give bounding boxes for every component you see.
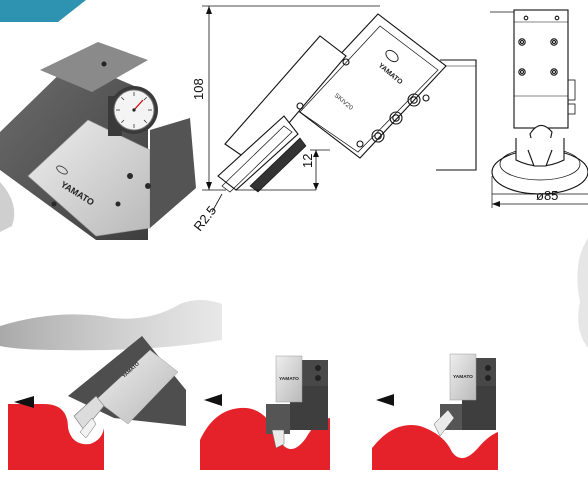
brand-logo-icon (56, 165, 68, 175)
product-photo: YAMATO (0, 42, 196, 240)
svg-text:YAMATO: YAMATO (453, 374, 473, 380)
shadow-band (0, 300, 222, 351)
dim-radius-label: R2.5 (191, 203, 220, 234)
front-view-drawing (490, 9, 588, 208)
workpiece-profile-1 (8, 404, 104, 470)
direction-arrow-1 (14, 396, 34, 408)
direction-arrow-2 (204, 394, 222, 406)
dial-gauge-icon (108, 86, 158, 136)
background-decoration (577, 238, 588, 348)
direction-arrow-3 (376, 394, 394, 406)
workpiece-profile-3 (372, 424, 498, 470)
workpiece-profile-2 (200, 407, 330, 470)
profile-scene-1: YAMATO (8, 336, 186, 470)
dim-offset-label: 12 (300, 154, 315, 168)
accent-banner (0, 0, 86, 22)
side-view-drawing (202, 5, 477, 213)
svg-text:YAMATO: YAMATO (279, 376, 299, 382)
profile-scene-3: YAMATO (372, 353, 498, 470)
dim-diameter-label: ø85 (536, 188, 558, 203)
profile-scene-2: YAMATO (200, 355, 330, 470)
dim-height-label: 108 (191, 78, 206, 100)
